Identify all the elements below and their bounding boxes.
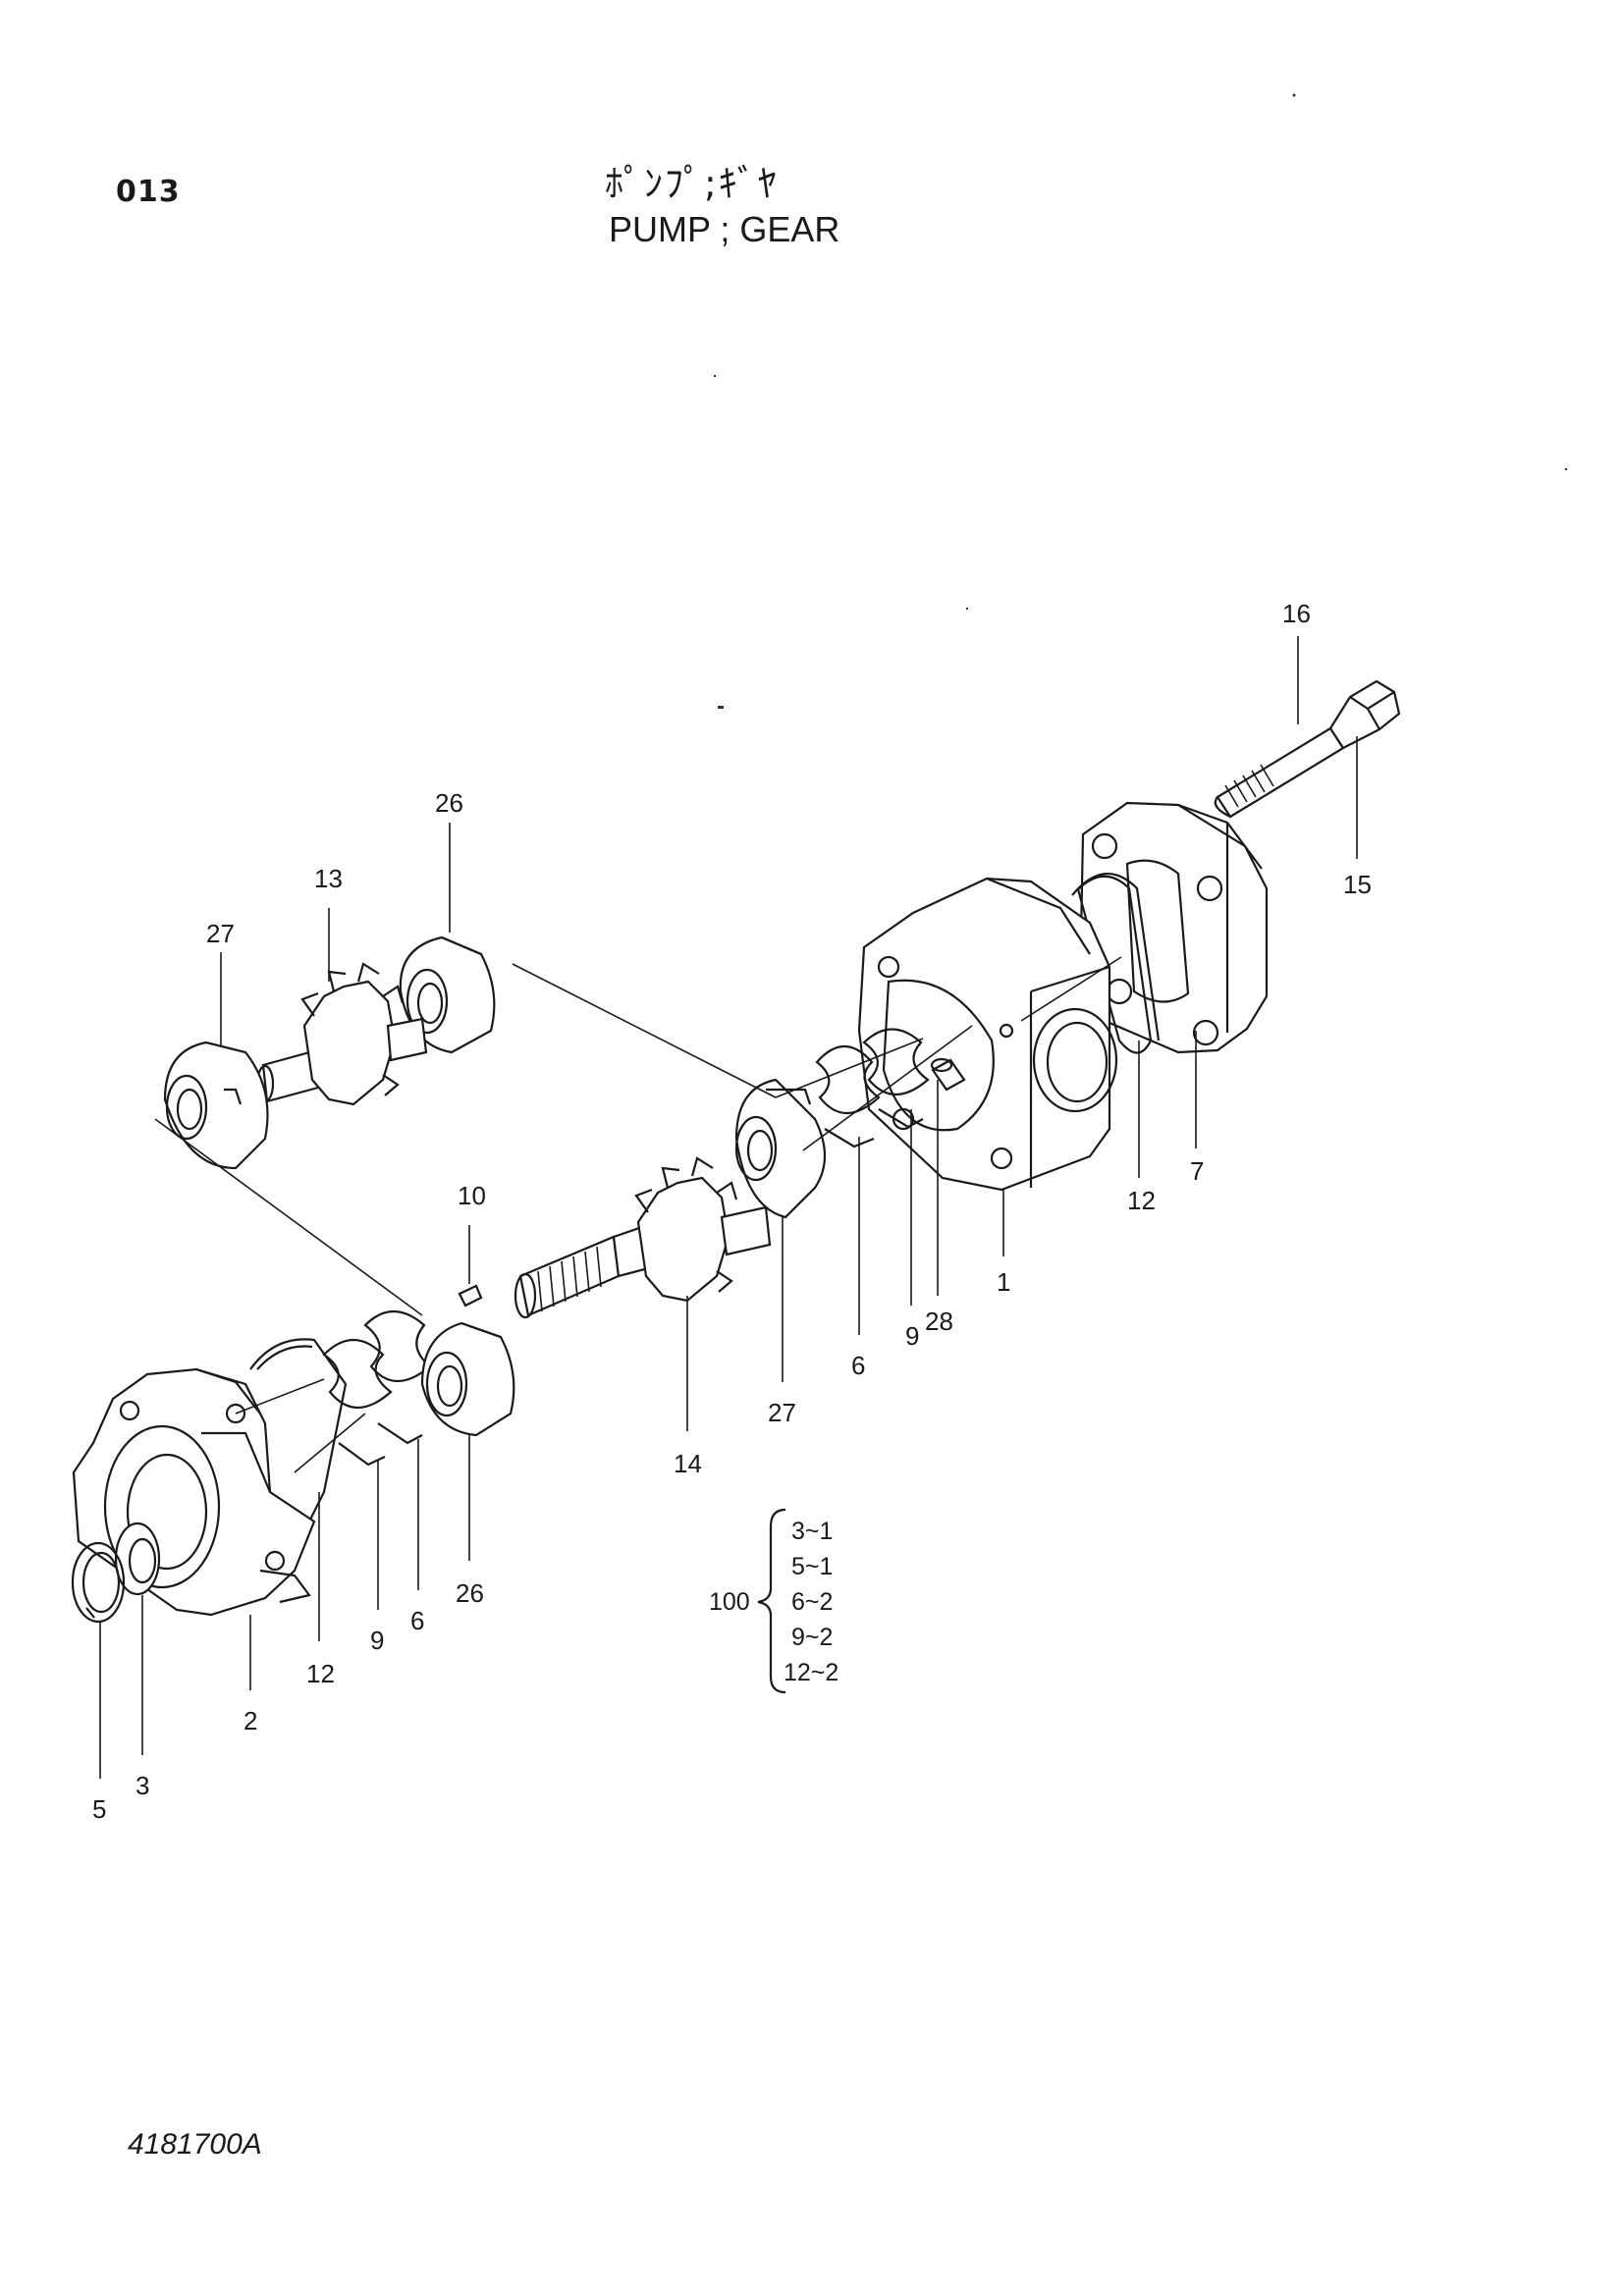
drive-gear-part — [514, 1156, 772, 1319]
kit-number: 100 — [709, 1588, 750, 1616]
callout-7: 7 — [1190, 1156, 1204, 1186]
kit-100-group: 100 3~1 5~1 6~2 9~2 12~2 — [709, 1508, 839, 1694]
callout-15: 15 — [1343, 870, 1372, 899]
callout-2: 2 — [243, 1706, 257, 1735]
bushing-rear-part — [734, 1078, 826, 1219]
rear-cover-part — [1078, 801, 1269, 1054]
callout-26-top: 26 — [435, 788, 463, 818]
callout-16: 16 — [1282, 599, 1311, 628]
callout-9-front: 9 — [370, 1626, 384, 1655]
callout-9-rear: 9 — [905, 1321, 919, 1351]
bolt-part — [1214, 679, 1401, 819]
front-cover-part — [72, 1367, 316, 1617]
page-number: 013 — [116, 175, 181, 209]
snap-ring-part — [71, 1541, 126, 1624]
seal-rings-rear-part — [815, 1028, 930, 1148]
kit-item-3: 6~2 — [791, 1588, 833, 1616]
callout-27-rear: 27 — [768, 1398, 796, 1427]
callout-5: 5 — [92, 1794, 106, 1824]
bushing-top-left-part — [163, 1041, 269, 1170]
callout-14: 14 — [674, 1449, 702, 1478]
callout-26-front: 26 — [456, 1578, 484, 1608]
callout-10: 10 — [458, 1181, 486, 1210]
kit-item-2: 5~1 — [791, 1553, 833, 1580]
driven-gear-part — [255, 962, 428, 1106]
title-japanese: ﾎﾟﾝﾌﾟ;ｷﾞﾔ — [605, 162, 779, 205]
scan-specks — [713, 93, 1568, 709]
oil-seal-part — [114, 1522, 161, 1596]
kit-item-1: 3~1 — [791, 1518, 833, 1545]
callout-1: 1 — [997, 1267, 1010, 1297]
drawing-number: 4181700A — [128, 2128, 262, 2161]
callout-12-rear: 12 — [1127, 1186, 1156, 1215]
callout-13: 13 — [314, 864, 343, 893]
callout-labels: 16 15 26 13 27 10 12 7 1 28 9 6 27 14 26… — [92, 599, 1372, 1824]
seal-rings-front-part — [322, 1310, 432, 1467]
kit-item-4: 9~2 — [791, 1624, 833, 1651]
pump-body-part — [857, 877, 1118, 1192]
callout-6-rear: 6 — [851, 1351, 865, 1380]
callout-12-front: 12 — [306, 1659, 335, 1688]
title-english: PUMP ; GEAR — [609, 209, 840, 249]
callout-27-left: 27 — [206, 919, 235, 948]
callout-28: 28 — [925, 1307, 953, 1336]
key-part — [458, 1284, 483, 1308]
bushing-front-part — [420, 1321, 515, 1437]
kit-item-5: 12~2 — [784, 1659, 839, 1686]
leader-lines — [99, 636, 1358, 1779]
dowel-pin-part — [930, 1057, 966, 1092]
callout-3: 3 — [135, 1771, 149, 1800]
callout-6-front: 6 — [410, 1606, 424, 1635]
o-ring-rear-part — [1071, 873, 1161, 1054]
